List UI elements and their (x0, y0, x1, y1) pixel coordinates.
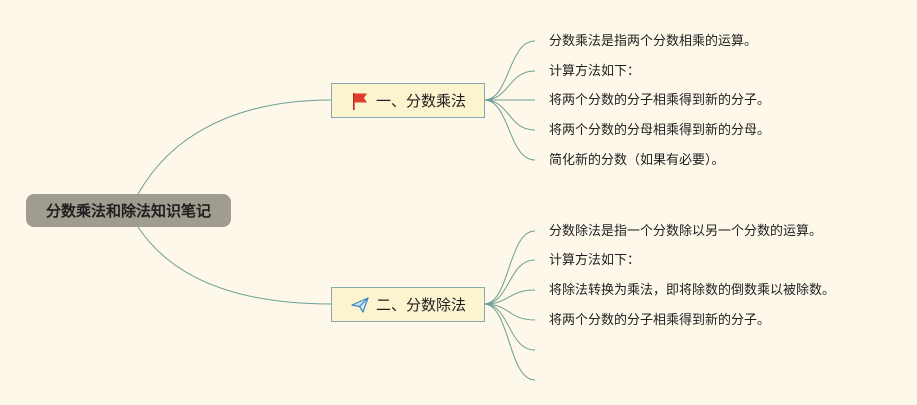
leaf-item[interactable]: 计算方法如下： (549, 64, 641, 79)
root-topic[interactable]: 分数乘法和除法知识笔记 (26, 194, 231, 227)
connector-b2-item2 (483, 259, 536, 305)
leaf-item[interactable]: 将两个分数的分子相乘得到新的分子。 (549, 313, 771, 328)
paper-plane-icon (350, 295, 370, 315)
red-flag-icon (350, 91, 370, 111)
connector-b1-item2 (483, 70, 536, 101)
branch-label: 一、分数乘法 (375, 92, 466, 110)
leaf-item[interactable]: 分数乘法是指两个分数相乘的运算。 (549, 34, 758, 49)
leaf-item[interactable]: 计算方法如下： (549, 253, 641, 268)
branch-fraction-division[interactable]: 二、分数除法 (331, 287, 485, 322)
connector-b2-item3 (483, 289, 536, 305)
connector-b2-item4 (483, 303, 536, 321)
leaf-item[interactable]: 将两个分数的分子相乘得到新的分子。 (549, 93, 771, 108)
connector-b1-item1 (483, 40, 536, 101)
branch-label: 二、分数除法 (375, 296, 466, 314)
leaf-item[interactable]: 将除法转换为乘法，即将除数的倒数乘以被除数。 (549, 283, 836, 298)
connector-b1-item4 (483, 99, 536, 131)
branch-fraction-multiplication[interactable]: 一、分数乘法 (331, 83, 485, 118)
connector-b2-item5 (483, 303, 536, 351)
leaf-item[interactable]: 将两个分数的分母相乘得到新的分母。 (549, 123, 771, 138)
leaf-item[interactable]: 简化新的分数（如果有必要）。 (549, 153, 725, 168)
connector-b2-item6 (483, 303, 536, 381)
connector-root-branch1 (137, 99, 332, 195)
root-topic-label: 分数乘法和除法知识笔记 (45, 202, 211, 220)
connector-b2-item1 (483, 230, 536, 305)
connector-b1-item5 (483, 99, 536, 161)
connector-root-branch2 (137, 226, 332, 305)
leaf-item[interactable]: 分数除法是指一个分数除以另一个分数的运算。 (549, 224, 823, 239)
